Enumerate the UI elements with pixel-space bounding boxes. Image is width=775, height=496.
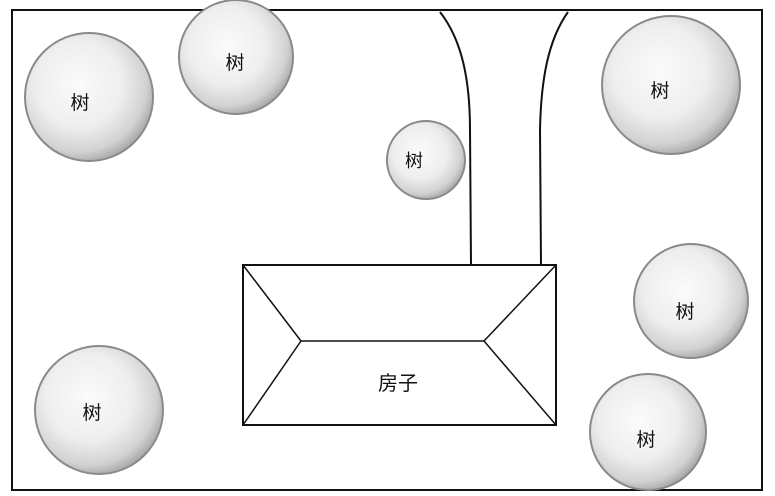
driveway-left-edge xyxy=(439,11,472,266)
property-boundary xyxy=(11,9,763,491)
tree-label: 树 xyxy=(636,429,655,451)
tree-canopy xyxy=(386,120,466,200)
house: 房子 xyxy=(242,264,557,426)
tree-canopy xyxy=(589,373,707,491)
tree: 树 xyxy=(34,345,164,475)
tree-canopy xyxy=(633,243,749,359)
tree: 树 xyxy=(386,120,466,200)
tree-label: 树 xyxy=(82,402,101,424)
tree: 树 xyxy=(633,243,749,359)
tree-label: 树 xyxy=(650,80,669,102)
driveway xyxy=(439,11,569,266)
roof-hip-bottom-right xyxy=(483,340,557,426)
roof-hip-bottom-left xyxy=(242,340,302,426)
roof-hip-top-right xyxy=(483,264,557,342)
tree: 树 xyxy=(24,32,154,162)
tree-canopy xyxy=(34,345,164,475)
tree-label: 树 xyxy=(225,52,244,74)
house-label: 房子 xyxy=(378,371,418,395)
tree-label: 树 xyxy=(405,151,423,172)
tree-label: 树 xyxy=(70,92,89,114)
tree: 树 xyxy=(589,373,707,491)
tree-canopy xyxy=(601,15,741,155)
roof-hip-top-left xyxy=(242,264,302,342)
tree-canopy xyxy=(24,32,154,162)
tree-canopy xyxy=(178,0,294,115)
tree: 树 xyxy=(601,15,741,155)
house-outline xyxy=(242,264,557,426)
driveway-right-edge xyxy=(538,11,569,266)
tree: 树 xyxy=(178,0,294,115)
tree-label: 树 xyxy=(675,301,694,323)
house-roof-lines xyxy=(242,264,557,426)
